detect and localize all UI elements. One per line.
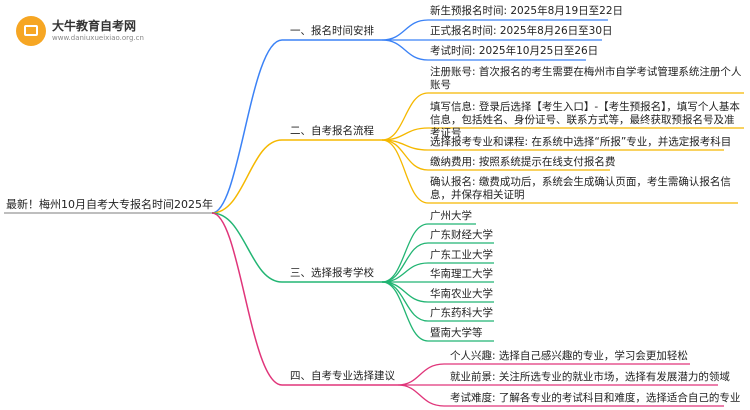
- school-item: 广东财经大学: [430, 229, 493, 241]
- site-logo: 大牛教育自考网 www.daniuxueixiao.org.cn: [16, 14, 216, 50]
- connector-b4-c3: [397, 384, 445, 407]
- time-item-exam: 考试时间: 2025年10月25日至26日: [430, 45, 599, 57]
- connector-b2-c1: [381, 92, 429, 141]
- process-item-select-major: 选择报考专业和课程: 在系统中选择“所报”专业，并选定报考科目: [430, 136, 732, 148]
- branch-3-label: 三、选择报考学校: [290, 267, 374, 279]
- school-item: 华南理工大学: [430, 268, 493, 280]
- logo-name: 大牛教育自考网: [52, 19, 137, 33]
- connector-b2-c5: [381, 139, 429, 204]
- root-topic: 最新！梅州10月自考大专报名时间2025年: [6, 198, 213, 211]
- branch-4-label: 四、自考专业选择建议: [290, 370, 395, 382]
- connector-b3-c1: [381, 223, 429, 283]
- connector-root-b4: [211, 212, 283, 386]
- connector-b3-c7: [381, 281, 429, 342]
- connector-root-b2: [211, 139, 283, 214]
- advice-item-interest: 个人兴趣: 选择自己感兴趣的专业，学习会更加轻松: [450, 350, 688, 362]
- branch-2-label: 二、自考报名流程: [290, 125, 374, 137]
- connector-b3-c5: [381, 281, 429, 303]
- connector-root-b3: [211, 212, 283, 283]
- graduation-book-icon: [16, 16, 46, 46]
- connector-b3-c3: [381, 262, 429, 283]
- connector-b3-c2: [381, 242, 429, 283]
- advice-item-difficulty: 考试难度: 了解各专业的考试科目和难度，选择适合自己的专业: [450, 392, 741, 404]
- school-item: 广东药科大学: [430, 307, 493, 319]
- connector-b1-c1: [381, 19, 429, 41]
- process-item-register: 注册账号: 首次报名的考生需要在梅州市自学考试管理系统注册个人账号: [430, 66, 742, 91]
- logo-url: www.daniuxueixiao.org.cn: [52, 34, 144, 42]
- connector-b1-c3: [381, 39, 429, 61]
- connector-root-b1: [211, 39, 283, 214]
- advice-item-career: 就业前景: 关注所选专业的就业市场，选择有发展潜力的领域: [450, 371, 730, 383]
- school-item: 华南农业大学: [430, 288, 493, 300]
- school-item: 暨南大学等: [430, 327, 483, 339]
- time-item-prereg: 新生预报名时间: 2025年8月19日至22日: [430, 5, 623, 17]
- process-item-pay: 缴纳费用: 按照系统提示在线支付报名费: [430, 156, 616, 168]
- process-item-fill-info: 填写信息: 登录后选择【考生入口】-【考生预报名】，填写个人基本信息，包括姓名、…: [430, 101, 740, 139]
- process-item-confirm: 确认报名: 缴费成功后，系统会生成确认页面，考生需确认报名信息，并保存相关证明: [430, 176, 731, 201]
- connector-b4-c1: [397, 363, 445, 386]
- school-item: 广东工业大学: [430, 249, 493, 261]
- branch-1-label: 一、报名时间安排: [290, 25, 374, 37]
- school-item: 广州大学: [430, 210, 472, 222]
- time-item-formal-reg: 正式报名时间: 2025年8月26日至30日: [430, 25, 613, 37]
